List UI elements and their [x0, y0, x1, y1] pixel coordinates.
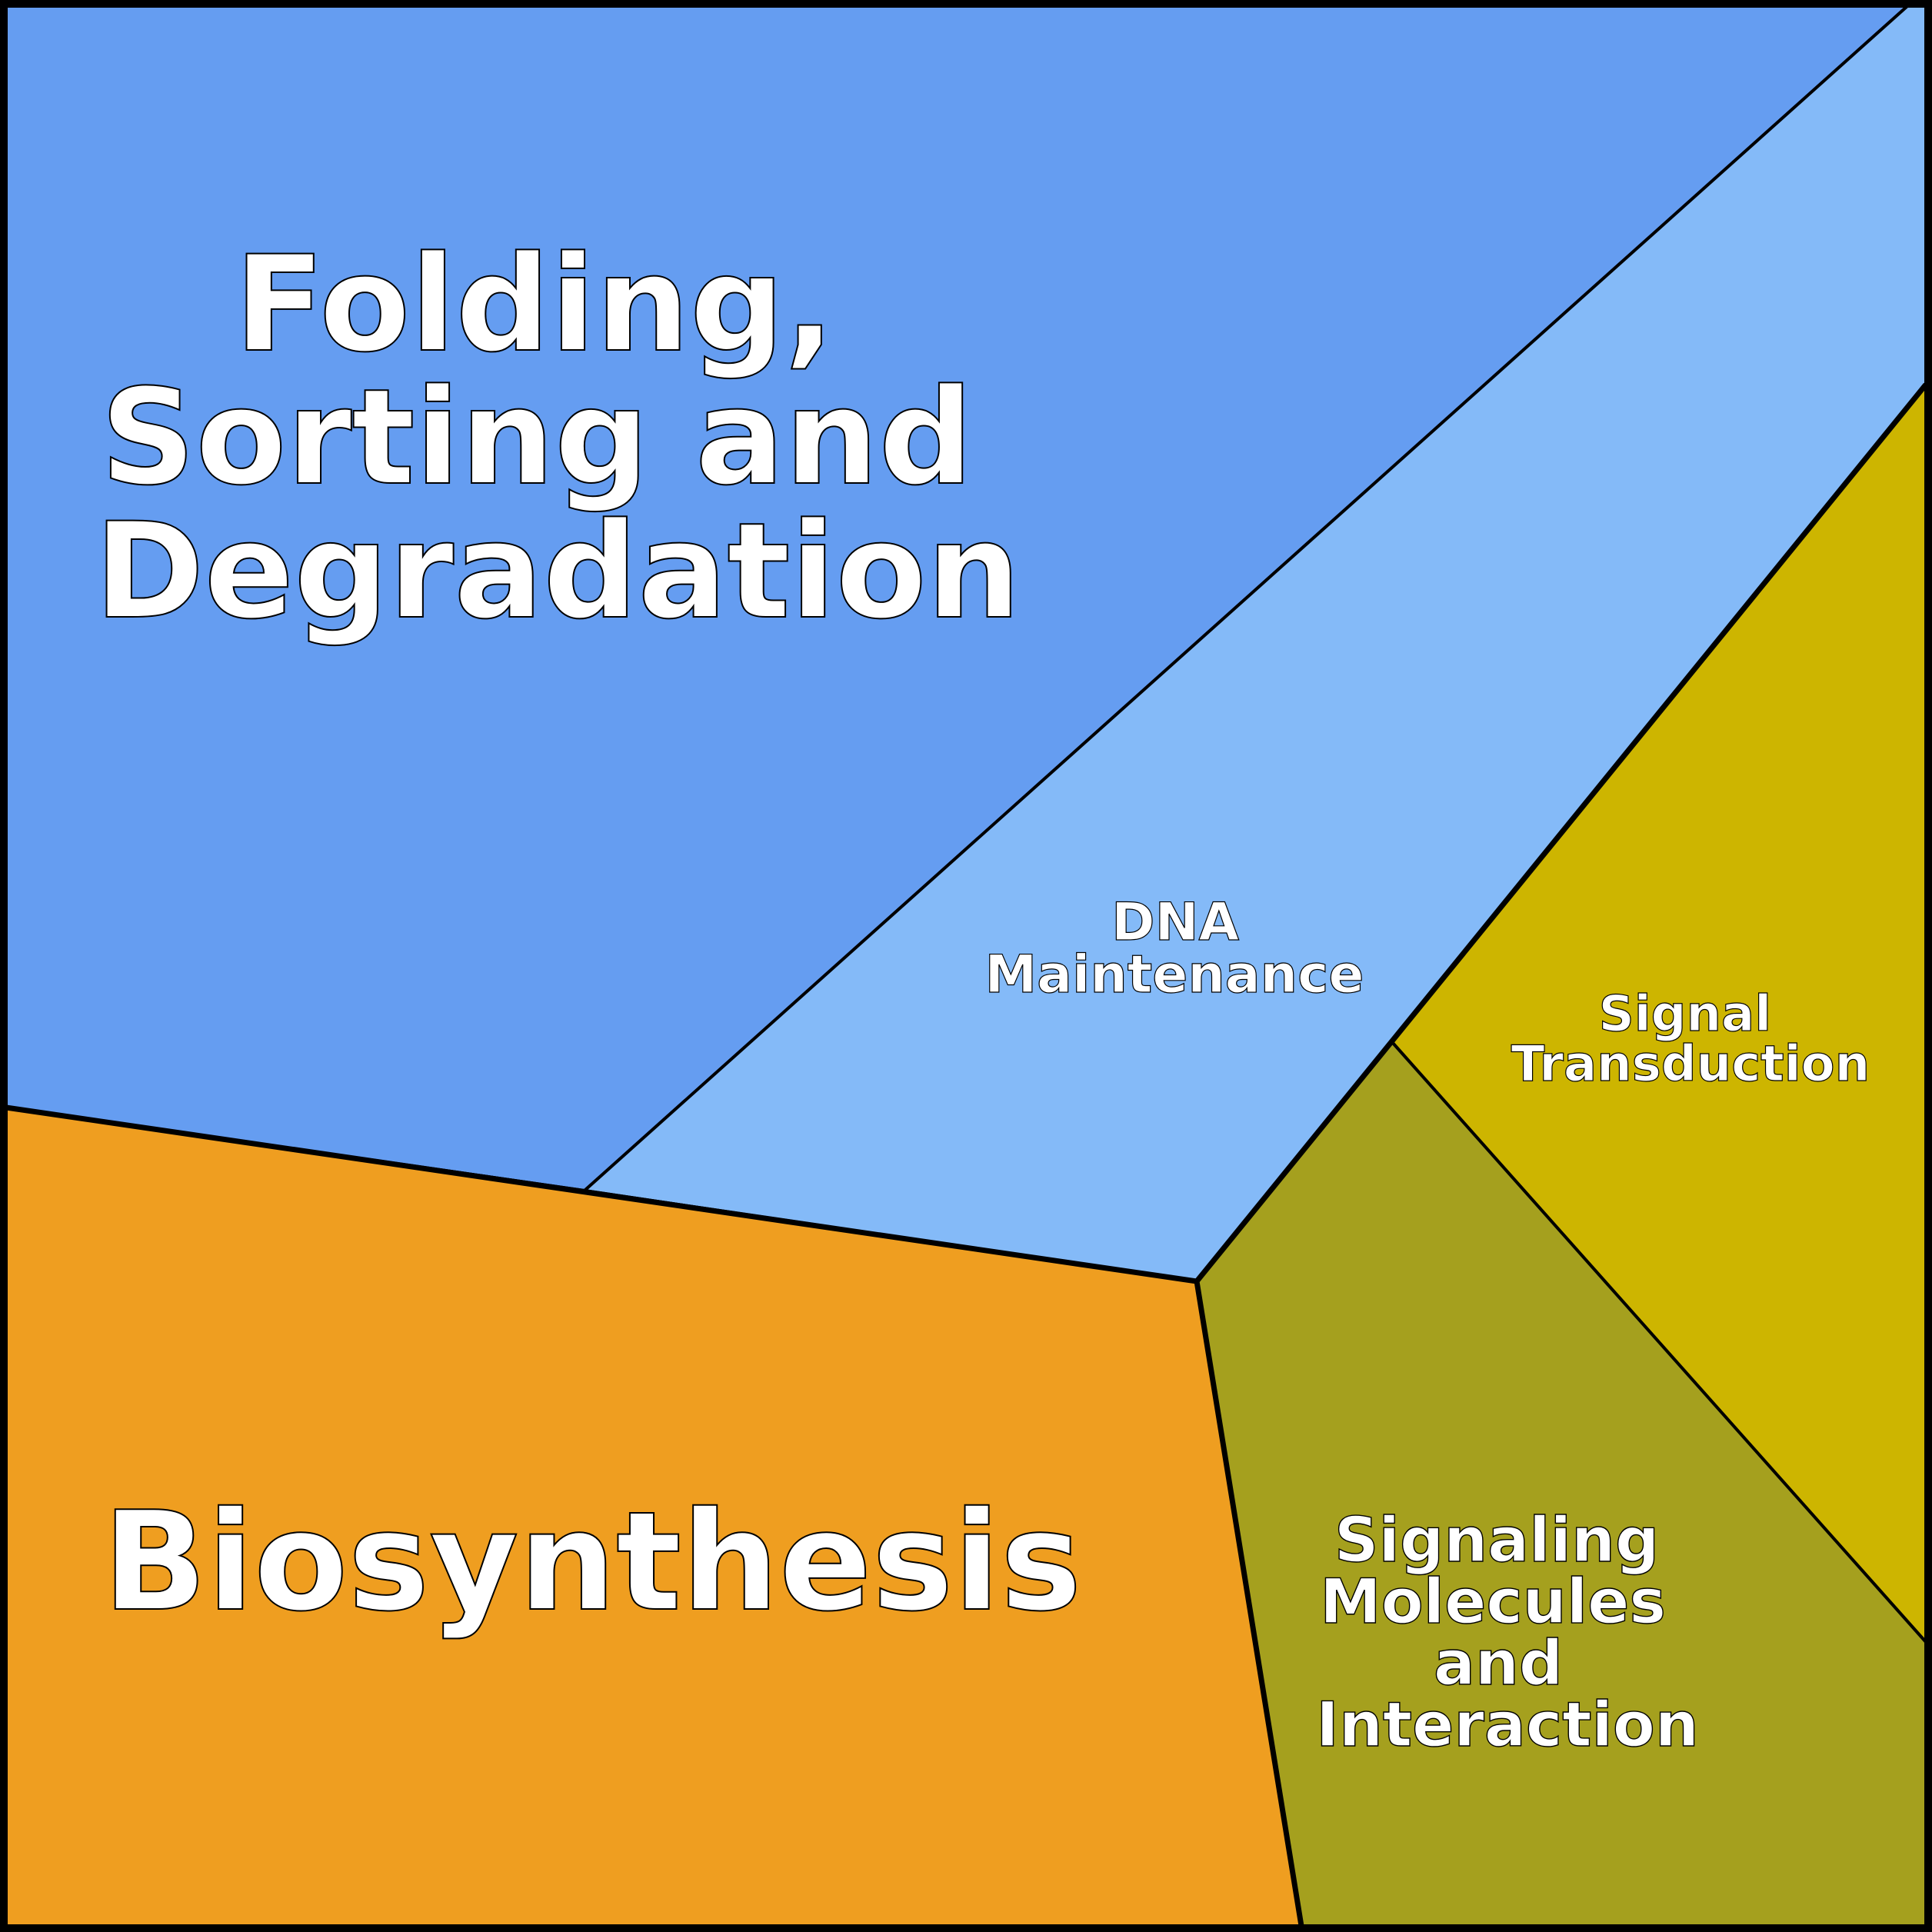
label-signaling-molecules: Signaling Molecules and Interaction: [1316, 1504, 1699, 1760]
label-signal-transduction: Signal Transduction: [1511, 986, 1870, 1093]
label-dna-maintenance: DNA Maintenance: [984, 892, 1364, 1005]
label-folding: Folding, Sorting and Degradation: [95, 227, 1021, 648]
group-boundary: [1194, 1281, 1304, 1927]
label-biosynthesis: Biosynthesis: [102, 1482, 1081, 1641]
